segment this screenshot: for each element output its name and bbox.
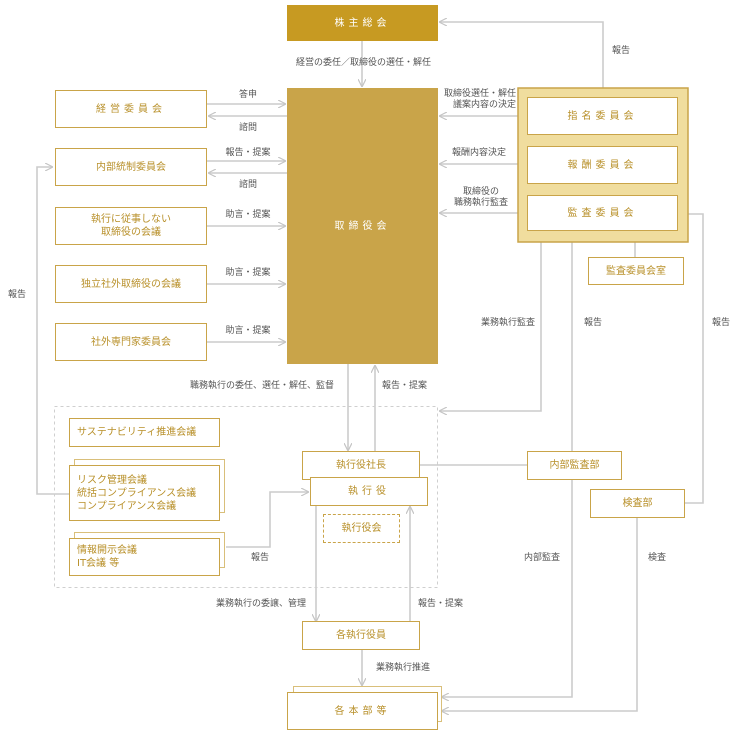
report-proposal-label-2: 報告・提案 [382, 381, 428, 391]
internal-audit-label: 内部監査 [524, 553, 561, 563]
audit-execution-label: 取締役の 職務執行監査 [453, 187, 508, 208]
compensation-decision-label: 報酬内容決定 [451, 148, 506, 158]
board-of-directors-box: 取締役会 [287, 88, 438, 364]
report-mid-label: 報告 [584, 318, 603, 328]
consult-label: 答申 [238, 90, 257, 100]
business-promotion-label: 業務執行推進 [376, 663, 431, 673]
internal-audit-dept-box: 内部監査部 [527, 451, 622, 480]
outside-experts-committee-box: 社外専門家委員会 [55, 323, 207, 361]
non-executive-directors-meeting-box: 執行に従事しない 取締役の会議 [55, 207, 207, 245]
advice-label-3: 助言・提案 [225, 326, 271, 336]
inquiry-label-2: 諮問 [238, 180, 257, 190]
each-executive-officer-box: 各執行役員 [302, 621, 420, 650]
nomination-committee-box: 指名委員会 [527, 97, 678, 135]
executive-officers-meeting-box: 執行役会 [323, 514, 400, 543]
sustainability-meeting-box: サステナビリティ推進会議 [69, 418, 220, 447]
exec-delegation-label: 職務執行の委任、選任・解任、監督 [190, 381, 335, 391]
departments-box: 各本部等 [287, 692, 438, 730]
executive-officers-box: 執行役 [310, 477, 428, 506]
management-committee-box: 経営委員会 [55, 90, 207, 128]
disclosure-it-meetings-box: 情報開示会議 IT会議 等 [69, 538, 220, 576]
business-delegation-label: 業務執行の委譲、管理 [216, 599, 307, 609]
advice-label-2: 助言・提案 [225, 268, 271, 278]
nomination-decision-label: 取締役選任・解任 議案内容の決定 [443, 89, 516, 110]
report-proposal-label-3: 報告・提案 [418, 599, 464, 609]
audit-committee-office-box: 監査委員会室 [588, 257, 684, 285]
report-left-label: 報告 [8, 290, 27, 300]
inquiry-label-1: 諮問 [238, 123, 257, 133]
internal-control-committee-box: 内部統制委員会 [55, 148, 207, 186]
report-to-shareholders-label: 報告 [612, 46, 631, 56]
president-box: 執行役社長 [302, 451, 420, 480]
inspection-label: 検査 [648, 553, 667, 563]
advice-label-1: 助言・提案 [225, 210, 271, 220]
audit-committee-box: 監査委員会 [527, 195, 678, 231]
report-small-label: 報告 [251, 553, 270, 563]
inspection-dept-box: 検査部 [590, 489, 685, 518]
business-audit-label: 業務執行監査 [481, 318, 536, 328]
delegation-label: 経営の委任／取締役の選任・解任 [296, 58, 432, 68]
compensation-committee-box: 報酬委員会 [527, 146, 678, 184]
independent-outside-directors-meeting-box: 独立社外取締役の会議 [55, 265, 207, 303]
report-right-label: 報告 [712, 318, 731, 328]
risk-compliance-meetings-box: リスク管理会議 統括コンプライアンス会議 コンプライアンス会議 [69, 465, 220, 521]
report-proposal-label-1: 報告・提案 [225, 148, 271, 158]
shareholders-meeting-box: 株主総会 [287, 5, 438, 41]
